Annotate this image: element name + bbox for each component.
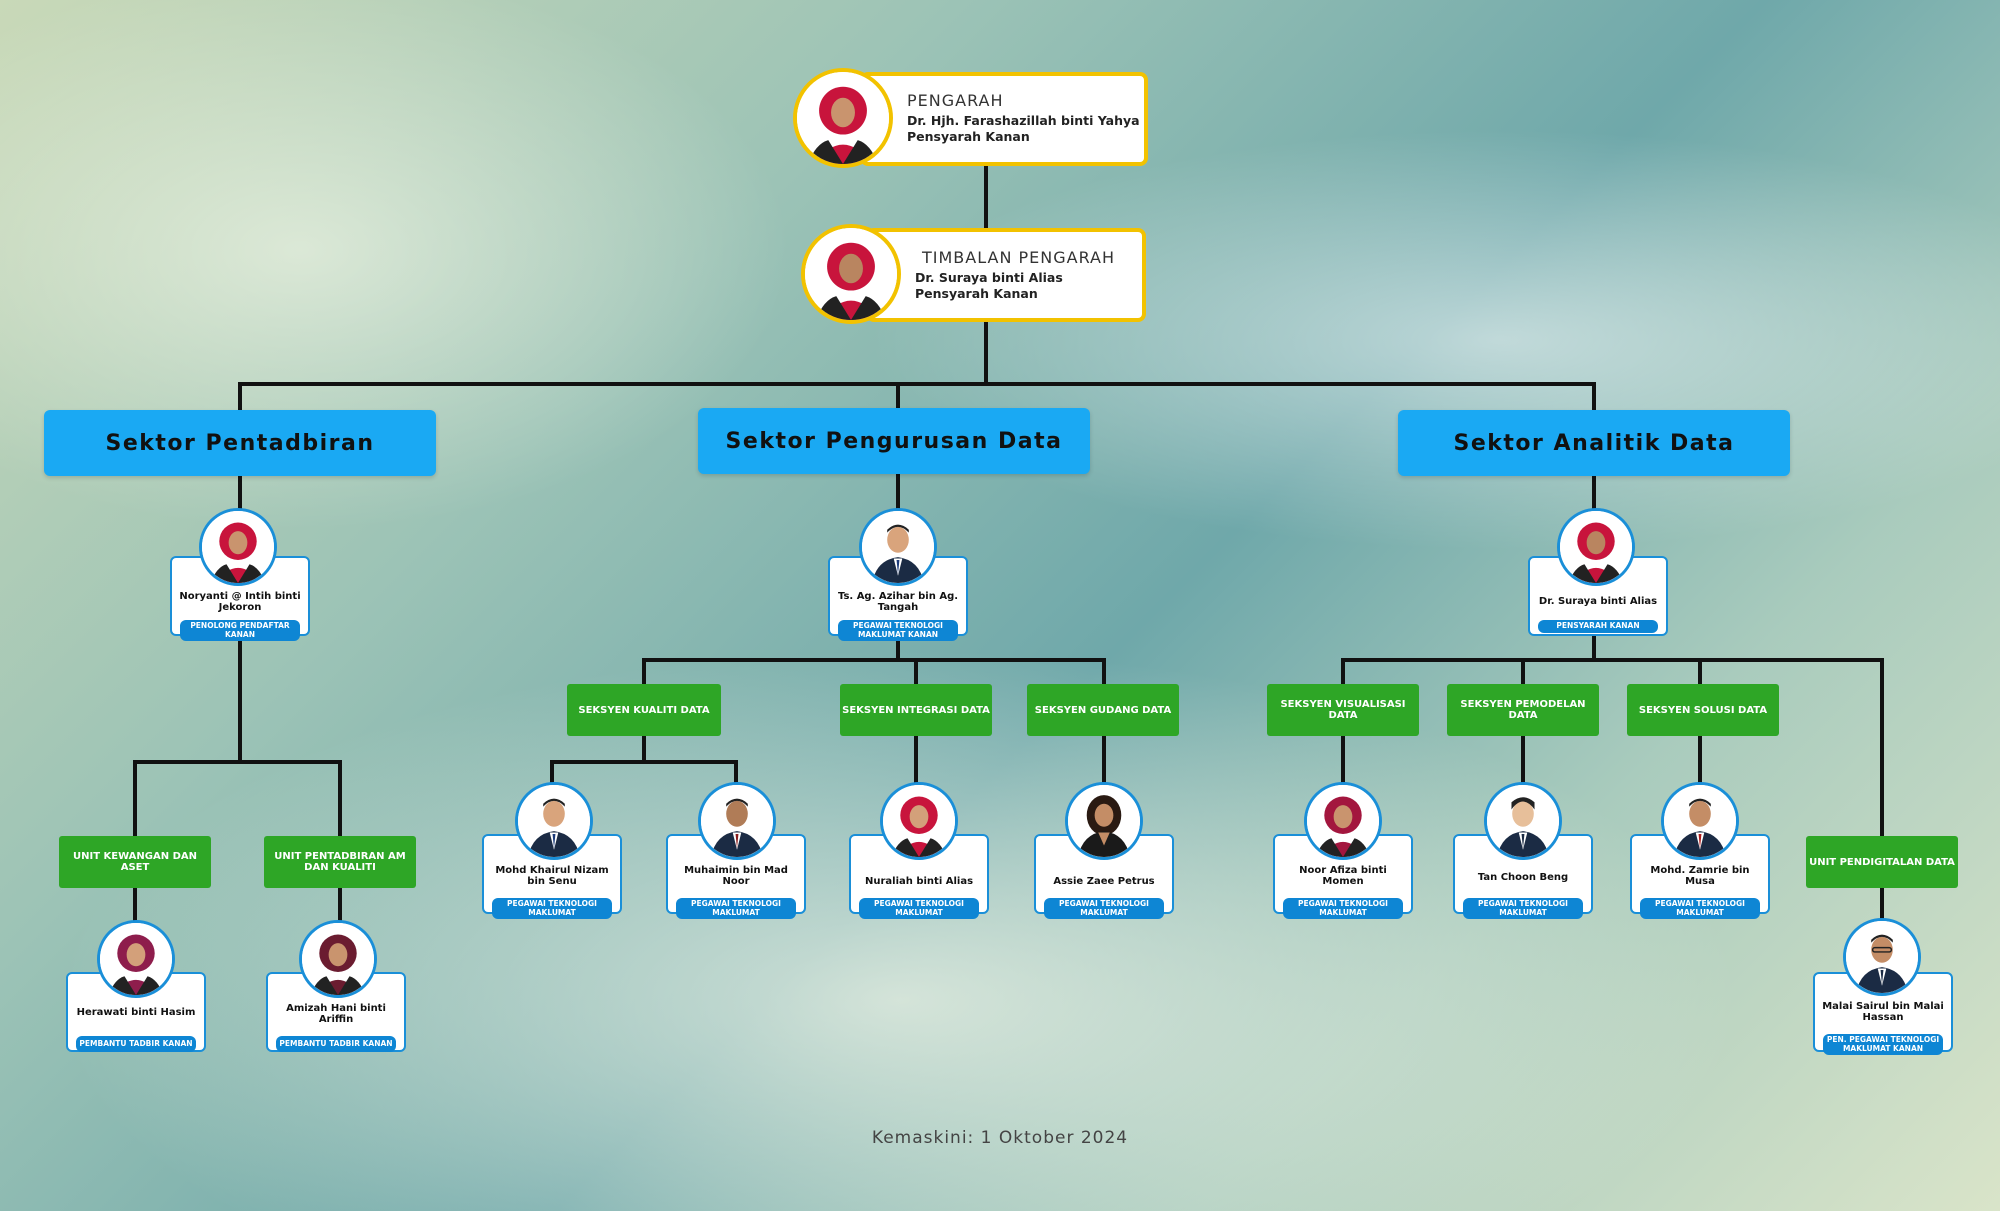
person-role-badge: PEGAWAI TEKNOLOGI MAKLUMAT xyxy=(676,898,796,919)
person-suit-icon xyxy=(1664,785,1736,857)
person-role-badge: PEGAWAI TEKNOLOGI MAKLUMAT xyxy=(1283,898,1403,919)
person-hijab-icon xyxy=(1560,511,1632,583)
deputy-name: Dr. Suraya binti Alias xyxy=(915,270,1063,285)
person-suit-icon xyxy=(1487,785,1559,857)
person-role-badge: PEMBANTU TADBIR KANAN xyxy=(276,1036,396,1052)
avatar-assie xyxy=(1065,782,1143,860)
director-name: Dr. Hjh. Farashazillah binti Yahya xyxy=(907,113,1140,128)
person-name: Dr. Suraya binti Alias xyxy=(1538,596,1658,607)
update-date-footer: Kemaskini: 1 Oktober 2024 xyxy=(871,1128,1129,1148)
section-seksyen-pemodelan: SEKSYEN PEMODELAN DATA xyxy=(1447,684,1599,736)
sector-pengurusan-data: Sektor Pengurusan Data xyxy=(698,408,1090,474)
person-name: Assie Zaee Petrus xyxy=(1053,876,1155,887)
person-name: Amizah Hani binti Ariffin xyxy=(286,1003,386,1025)
sector-analitik-data: Sektor Analitik Data xyxy=(1398,410,1790,476)
section-seksyen-kualiti: SEKSYEN KUALITI DATA xyxy=(567,684,721,736)
person-card-zamrie: Mohd. Zamrie bin Musa PEGAWAI TEKNOLOGI … xyxy=(1630,834,1770,919)
person-role-badge: PENSYARAH KANAN xyxy=(1538,620,1658,633)
person-hijab-icon xyxy=(202,511,274,583)
person-name: Nuraliah binti Alias xyxy=(864,876,974,887)
person-role-badge: PEGAWAI TEKNOLOGI MAKLUMAT xyxy=(1640,898,1760,919)
person-name: Tan Choon Beng xyxy=(1477,872,1569,883)
person-card-noryanti: Noryanti @ Intih binti Jekoron PENOLONG … xyxy=(170,556,310,641)
avatar-noorafiza xyxy=(1304,782,1382,860)
avatar-azihar xyxy=(859,508,937,586)
person-name: Noor Afiza binti Momen xyxy=(1299,865,1387,887)
section-unit-pentadbiran-am: UNIT PENTADBIRAN AM DAN KUALITI xyxy=(264,836,416,888)
person-card-azihar: Ts. Ag. Azihar bin Ag. Tangah PEGAWAI TE… xyxy=(828,556,968,641)
person-role-badge: PEN. PEGAWAI TEKNOLOGI MAKLUMAT KANAN xyxy=(1823,1034,1943,1055)
person-hijab-icon xyxy=(797,72,889,164)
person-hijab-icon xyxy=(100,923,172,995)
person-hijab-icon xyxy=(883,785,955,857)
person-hijab-icon xyxy=(805,228,897,320)
person-card-assie: Assie Zaee Petrus PEGAWAI TEKNOLOGI MAKL… xyxy=(1034,834,1174,919)
person-name: Muhaimin bin Mad Noor xyxy=(684,865,788,887)
person-role-badge: PEGAWAI TEKNOLOGI MAKLUMAT xyxy=(492,898,612,919)
avatar-suraya xyxy=(1557,508,1635,586)
director-avatar xyxy=(793,68,893,168)
person-name: Mohd. Zamrie bin Musa xyxy=(1650,865,1750,887)
person-card-muhaimin: Muhaimin bin Mad Noor PEGAWAI TEKNOLOGI … xyxy=(666,834,806,919)
deputy-avatar xyxy=(801,224,901,324)
person-name: Ts. Ag. Azihar bin Ag. Tangah xyxy=(837,591,959,613)
person-name: Malai Sairul bin Malai Hassan xyxy=(1822,1001,1944,1023)
director-card xyxy=(860,72,1148,166)
avatar-zamrie xyxy=(1661,782,1739,860)
avatar-khairul xyxy=(515,782,593,860)
director-role: Pensyarah Kanan xyxy=(907,129,1030,144)
person-suit-icon xyxy=(518,785,590,857)
person-role-badge: PEGAWAI TEKNOLOGI MAKLUMAT xyxy=(1044,898,1164,919)
deputy-role: Pensyarah Kanan xyxy=(915,286,1038,301)
person-woman-icon xyxy=(1068,785,1140,857)
person-suit-icon xyxy=(1846,921,1918,993)
deputy-card xyxy=(866,228,1146,322)
person-role-badge: PENOLONG PENDAFTAR KANAN xyxy=(180,620,300,641)
sector-pentadbiran: Sektor Pentadbiran xyxy=(44,410,436,476)
avatar-herawati xyxy=(97,920,175,998)
avatar-tan xyxy=(1484,782,1562,860)
person-hijab-icon xyxy=(302,923,374,995)
person-name: Mohd Khairul Nizam bin Senu xyxy=(495,865,609,887)
section-seksyen-integrasi: SEKSYEN INTEGRASI DATA xyxy=(840,684,992,736)
avatar-muhaimin xyxy=(698,782,776,860)
avatar-malai xyxy=(1843,918,1921,996)
section-seksyen-visualisasi: SEKSYEN VISUALISASI DATA xyxy=(1267,684,1419,736)
person-role-badge: PEGAWAI TEKNOLOGI MAKLUMAT KANAN xyxy=(838,620,958,641)
section-seksyen-solusi: SEKSYEN SOLUSI DATA xyxy=(1627,684,1779,736)
person-role-badge: PEMBANTU TADBIR KANAN xyxy=(76,1036,196,1052)
director-title: PENGARAH xyxy=(907,91,1004,110)
person-name: Herawati binti Hasim xyxy=(76,1007,196,1018)
section-seksyen-gudang: SEKSYEN GUDANG DATA xyxy=(1027,684,1179,736)
person-name: Noryanti @ Intih binti Jekoron xyxy=(179,591,301,613)
avatar-amizah xyxy=(299,920,377,998)
section-unit-pendigitalan: UNIT PENDIGITALAN DATA xyxy=(1806,836,1958,888)
person-role-badge: PEGAWAI TEKNOLOGI MAKLUMAT xyxy=(859,898,979,919)
avatar-noryanti xyxy=(199,508,277,586)
person-suit-icon xyxy=(701,785,773,857)
section-unit-kewangan: UNIT KEWANGAN DAN ASET xyxy=(59,836,211,888)
avatar-nuraliah xyxy=(880,782,958,860)
deputy-title: TIMBALAN PENGARAH xyxy=(922,248,1116,267)
person-suit-icon xyxy=(862,511,934,583)
person-role-badge: PEGAWAI TEKNOLOGI MAKLUMAT xyxy=(1463,898,1583,919)
person-card-suraya: Dr. Suraya binti Alias PENSYARAH KANAN xyxy=(1528,556,1668,636)
person-hijab-icon xyxy=(1307,785,1379,857)
